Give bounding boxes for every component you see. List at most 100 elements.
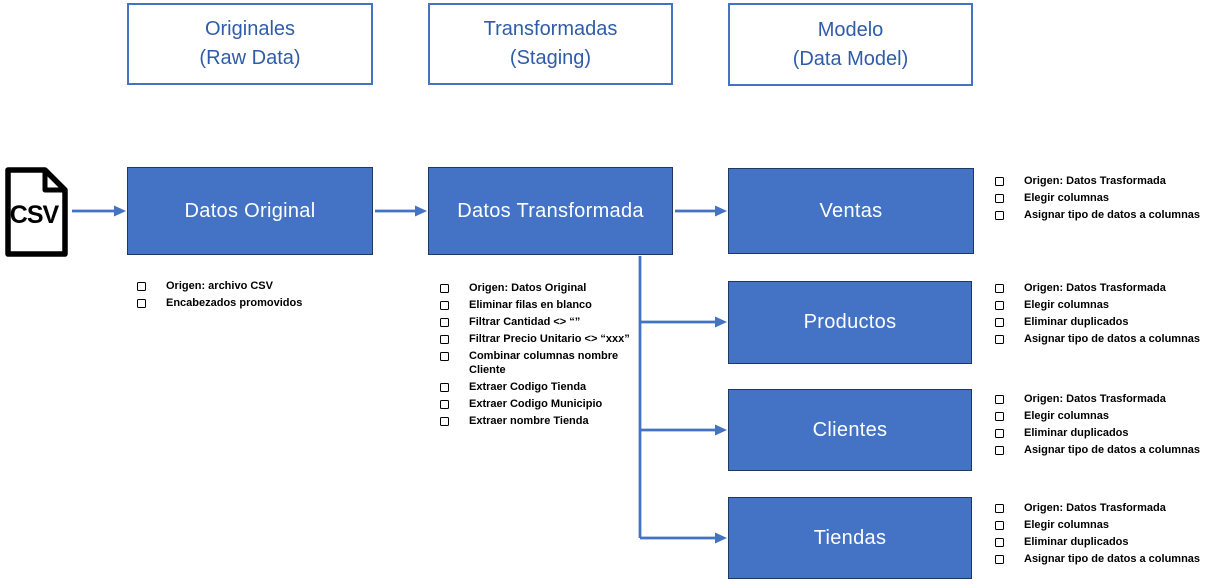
list-item: Origen: Datos Trasformada: [995, 281, 1200, 295]
column-header-line1: Modelo: [817, 18, 884, 41]
arrowhead-icon: [715, 205, 727, 217]
column-header-transformadas: Transformadas (Staging): [428, 3, 673, 85]
arrowhead-icon: [715, 532, 727, 544]
node-label: Datos Transformada: [457, 199, 644, 222]
checkbox-bullet-icon: [995, 538, 1004, 547]
list-item: Filtrar Cantidad <> “”: [440, 315, 630, 329]
checkbox-bullet-icon: [995, 335, 1004, 344]
list-item-label: Asignar tipo de datos a columnas: [1024, 209, 1201, 221]
checkbox-bullet-icon: [440, 318, 449, 327]
list-item-label: Origen: Datos Original: [469, 282, 587, 294]
column-header-modelo: Modelo (Data Model): [728, 3, 973, 86]
column-header-line1: Transformadas: [483, 18, 618, 40]
checkbox-bullet-icon: [995, 395, 1004, 404]
checkbox-bullet-icon: [137, 299, 146, 308]
list-item: Encabezados promovidos: [137, 296, 302, 310]
checkbox-bullet-icon: [995, 177, 1004, 186]
list-item: Eliminar duplicados: [995, 315, 1200, 329]
node-ventas: Ventas: [728, 168, 974, 254]
checkbox-bullet-icon: [995, 194, 1004, 203]
steps-ventas: Origen: Datos Trasformada Elegir columna…: [995, 174, 1200, 225]
steps-productos: Origen: Datos Trasformada Elegir columna…: [995, 281, 1200, 349]
list-item-label: Combinar columnas nombre Cliente: [469, 350, 619, 376]
csv-icon-label: CSV: [10, 201, 60, 229]
steps-tiendas: Origen: Datos Trasformada Elegir columna…: [995, 501, 1200, 569]
checkbox-bullet-icon: [995, 504, 1004, 513]
list-item: Elegir columnas: [995, 298, 1200, 312]
column-header-line1: Originales: [204, 18, 296, 40]
list-item-label: Extraer Codigo Municipio: [469, 398, 603, 410]
list-item: Origen: Datos Original: [440, 281, 630, 295]
node-label: Datos Original: [184, 199, 316, 222]
list-item: Combinar columnas nombre Cliente: [440, 349, 630, 377]
list-item-label: Elegir columnas: [1024, 410, 1109, 422]
list-item-label: Asignar tipo de datos a columnas: [1024, 553, 1201, 565]
list-item: Extraer Codigo Tienda: [440, 380, 630, 394]
node-clientes: Clientes: [728, 389, 972, 471]
list-item-label: Asignar tipo de datos a columnas: [1024, 333, 1201, 345]
list-item-label: Elegir columnas: [1024, 192, 1109, 204]
list-item: Origen: Datos Trasformada: [995, 392, 1200, 406]
checkbox-bullet-icon: [995, 555, 1004, 564]
list-item-label: Elegir columnas: [1024, 519, 1109, 531]
node-label: Tiendas: [813, 526, 887, 549]
csv-file-icon: CSV: [5, 167, 68, 257]
list-item: Extraer nombre Tienda: [440, 414, 630, 428]
list-item-label: Origen: Datos Trasformada: [1024, 175, 1166, 187]
list-item: Eliminar duplicados: [995, 426, 1200, 440]
arrowhead-icon: [715, 424, 727, 436]
list-item-label: Eliminar filas en blanco: [469, 299, 592, 311]
node-label: Clientes: [812, 418, 888, 441]
list-item-label: Extraer nombre Tienda: [469, 415, 589, 427]
list-item: Filtrar Precio Unitario <> “xxx”: [440, 332, 630, 346]
column-header-line2: (Raw Data): [199, 47, 301, 69]
list-item: Origen: Datos Trasformada: [995, 174, 1200, 188]
list-item: Eliminar duplicados: [995, 535, 1200, 549]
checkbox-bullet-icon: [440, 383, 449, 392]
steps-datos-original: Origen: archivo CSV Encabezados promovid…: [137, 279, 302, 313]
checkbox-bullet-icon: [440, 417, 449, 426]
arrowhead-icon: [114, 205, 126, 217]
list-item-label: Origen: Datos Trasformada: [1024, 502, 1166, 514]
list-item-label: Filtrar Cantidad <> “”: [469, 316, 581, 328]
checkbox-bullet-icon: [137, 282, 146, 291]
list-item: Asignar tipo de datos a columnas: [995, 332, 1200, 346]
list-item: Extraer Codigo Municipio: [440, 397, 630, 411]
list-item: Elegir columnas: [995, 191, 1200, 205]
checkbox-bullet-icon: [995, 429, 1004, 438]
node-productos: Productos: [728, 281, 972, 364]
checkbox-bullet-icon: [440, 301, 449, 310]
list-item-label: Eliminar duplicados: [1024, 427, 1129, 439]
node-label: Ventas: [819, 199, 883, 222]
list-item-label: Asignar tipo de datos a columnas: [1024, 444, 1201, 456]
steps-datos-transformada: Origen: Datos Original Eliminar filas en…: [440, 281, 630, 431]
node-datos-original: Datos Original: [127, 167, 373, 255]
list-item-label: Elegir columnas: [1024, 299, 1109, 311]
steps-clientes: Origen: Datos Trasformada Elegir columna…: [995, 392, 1200, 460]
checkbox-bullet-icon: [995, 284, 1004, 293]
list-item-label: Eliminar duplicados: [1024, 536, 1129, 548]
checkbox-bullet-icon: [995, 521, 1004, 530]
node-datos-transformada: Datos Transformada: [428, 167, 673, 255]
list-item-label: Extraer Codigo Tienda: [469, 381, 587, 393]
list-item: Asignar tipo de datos a columnas: [995, 443, 1200, 457]
list-item-label: Origen: Datos Trasformada: [1024, 282, 1166, 294]
list-item-label: Encabezados promovidos: [166, 297, 303, 309]
checkbox-bullet-icon: [995, 446, 1004, 455]
list-item-label: Origen: Datos Trasformada: [1024, 393, 1166, 405]
checkbox-bullet-icon: [440, 400, 449, 409]
checkbox-bullet-icon: [995, 211, 1004, 220]
list-item: Eliminar filas en blanco: [440, 298, 630, 312]
list-item: Origen: archivo CSV: [137, 279, 302, 293]
column-header-originales: Originales (Raw Data): [127, 3, 373, 85]
list-item: Elegir columnas: [995, 409, 1200, 423]
column-header-line2: (Staging): [509, 47, 592, 69]
list-item-label: Filtrar Precio Unitario <> “xxx”: [469, 333, 630, 345]
checkbox-bullet-icon: [440, 352, 449, 361]
list-item: Origen: Datos Trasformada: [995, 501, 1200, 515]
list-item-label: Origen: archivo CSV: [166, 280, 273, 292]
node-tiendas: Tiendas: [728, 497, 972, 579]
checkbox-bullet-icon: [995, 412, 1004, 421]
list-item: Asignar tipo de datos a columnas: [995, 208, 1200, 222]
